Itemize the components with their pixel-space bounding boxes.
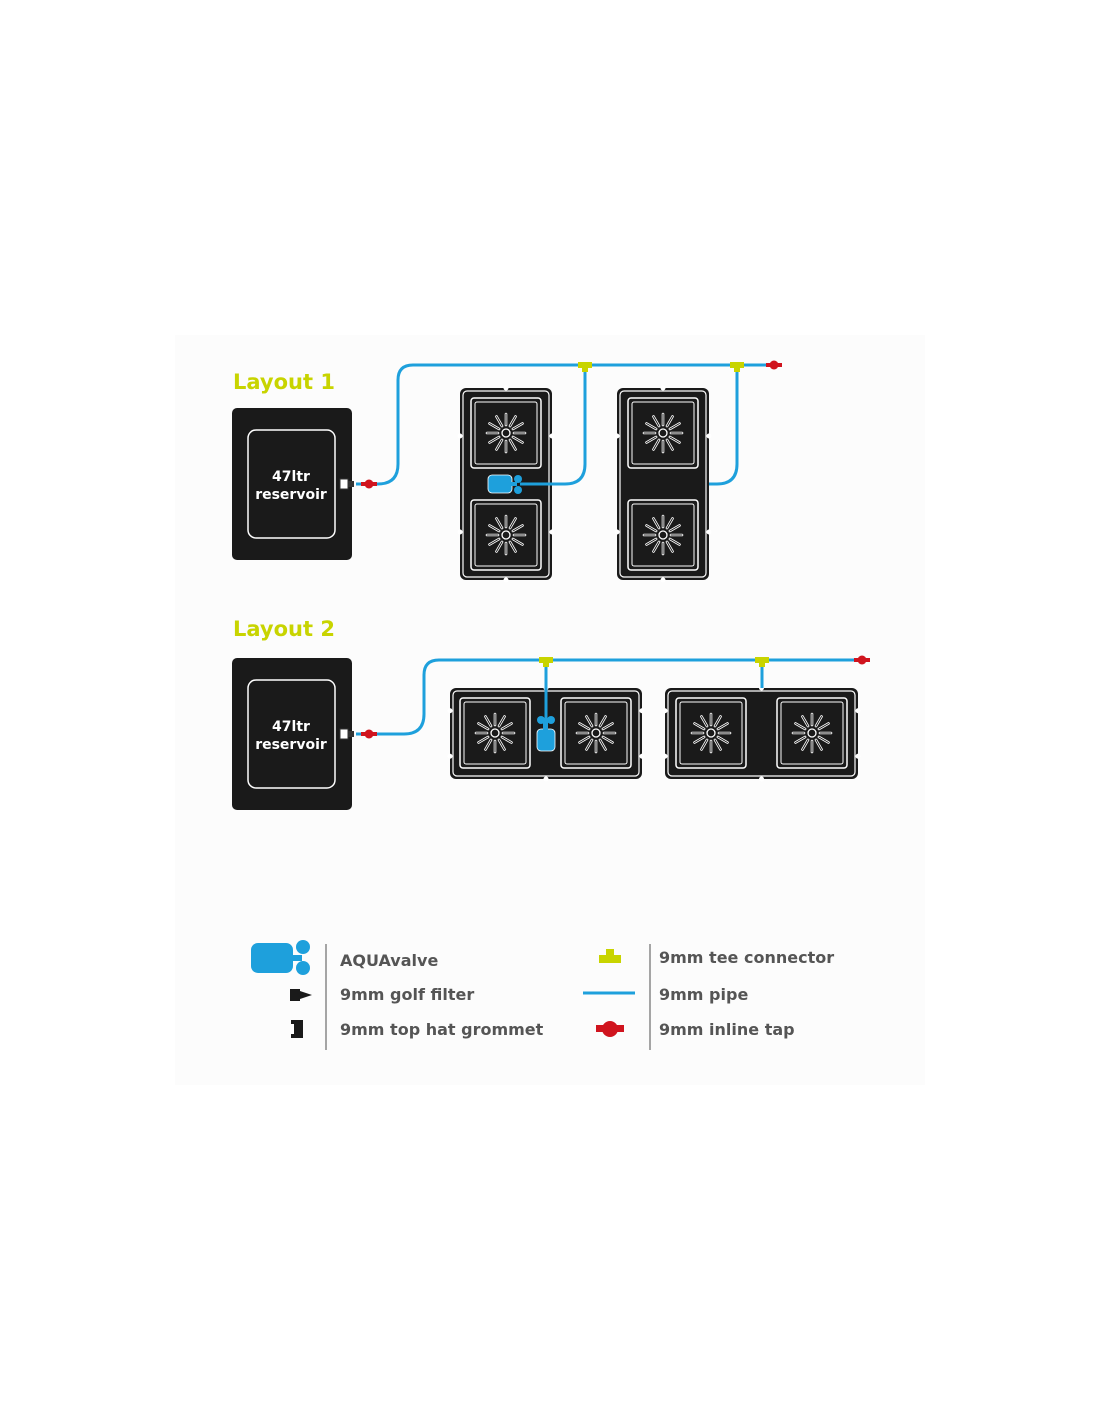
reservoir-label-2: reservoir <box>255 737 327 753</box>
inline-tap-icon <box>361 729 377 739</box>
plant-module <box>662 685 861 782</box>
golf-filter-icon <box>339 728 354 740</box>
reservoir-label-1: 47ltr <box>272 469 310 485</box>
inline-tap-icon <box>596 1021 624 1037</box>
legend-tee: 9mm tee connector <box>659 948 834 967</box>
drip-ring-icon <box>485 412 527 454</box>
plant-module <box>614 385 712 583</box>
legend-pipe: 9mm pipe <box>659 985 748 1004</box>
reservoir-label-1: 47ltr <box>272 719 310 735</box>
tee-connector-icon <box>730 362 744 372</box>
reservoir-1: 47ltr reservoir <box>232 408 352 560</box>
legend-tap: 9mm inline tap <box>659 1020 795 1039</box>
aquavalve-icon <box>487 474 522 494</box>
drip-ring-icon <box>575 712 617 754</box>
drip-ring-icon <box>791 712 833 754</box>
tee-connector-icon <box>755 657 769 667</box>
golf-filter-icon <box>339 478 354 490</box>
pot-outline <box>776 697 848 769</box>
legend-golf-filter: 9mm golf filter <box>340 985 474 1004</box>
aquavalve-icon <box>251 940 310 975</box>
pot-outline <box>627 397 699 469</box>
grommet-icon <box>290 1020 303 1038</box>
legend: AQUAvalve 9mm golf filter 9mm top hat gr… <box>251 940 834 1050</box>
layout-1-title: Layout 1 <box>233 370 335 394</box>
inline-tap-icon <box>854 655 870 665</box>
pot-outline <box>470 397 542 469</box>
tee-connector-icon <box>599 949 621 963</box>
pot-outline <box>627 499 699 571</box>
inline-tap-icon <box>766 360 782 370</box>
drip-ring-icon <box>485 514 527 556</box>
legend-grommet: 9mm top hat grommet <box>340 1020 544 1039</box>
pot-outline <box>675 697 747 769</box>
pot-outline <box>470 499 542 571</box>
drip-ring-icon <box>474 712 516 754</box>
tee-connector-icon <box>539 657 553 667</box>
inline-tap-icon <box>361 479 377 489</box>
legend-aquavalve: AQUAvalve <box>340 951 438 970</box>
pot-outline <box>560 697 632 769</box>
drip-ring-icon <box>642 412 684 454</box>
drip-ring-icon <box>642 514 684 556</box>
aquavalve-icon <box>536 716 556 752</box>
drip-ring-icon <box>690 712 732 754</box>
pot-outline <box>459 697 531 769</box>
tee-connector-icon <box>578 362 592 372</box>
golf-filter-icon <box>290 989 312 1001</box>
reservoir-label-2: reservoir <box>255 487 327 503</box>
layout-2-title: Layout 2 <box>233 617 335 641</box>
pipes-layout-1 <box>356 363 775 486</box>
reservoir-2: 47ltr reservoir <box>232 658 352 810</box>
